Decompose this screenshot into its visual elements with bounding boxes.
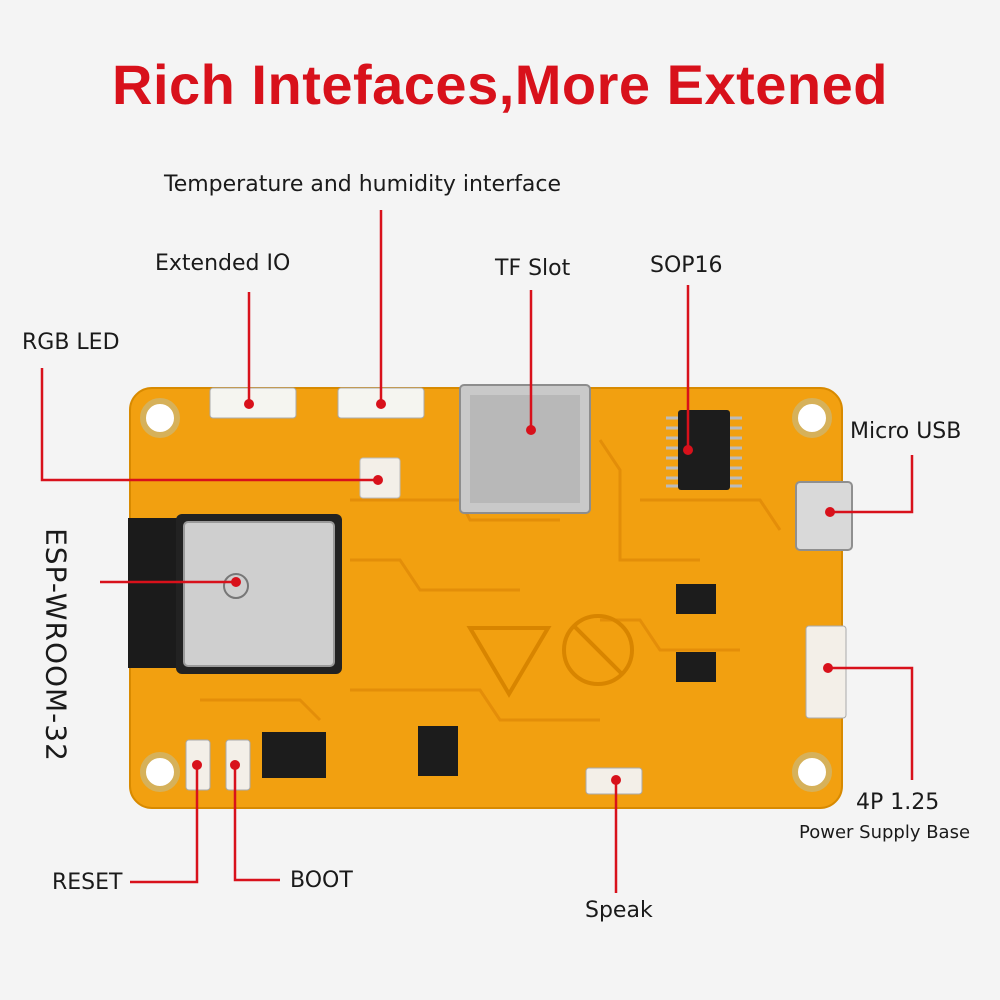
label-speak: Speak — [585, 898, 653, 923]
label-micro-usb: Micro USB — [850, 419, 962, 444]
label-boot: BOOT — [290, 868, 353, 893]
label-extended-io: Extended IO — [155, 251, 291, 276]
label-tf-slot: TF Slot — [495, 256, 571, 281]
chip-3 — [262, 732, 326, 778]
chip-1 — [676, 584, 716, 614]
label-power-base-2: Power Supply Base — [799, 822, 971, 843]
chip-4 — [418, 726, 458, 776]
label-rgb-led: RGB LED — [22, 330, 120, 355]
micro-usb-port — [795, 481, 853, 551]
silkscreen-triangle — [466, 626, 552, 698]
sop16-pins — [666, 416, 742, 488]
label-temp-humidity: Temperature and humidity interface — [164, 172, 561, 197]
silkscreen-circle — [562, 614, 634, 686]
label-esp-module: ESP-WROOM-32 — [39, 528, 73, 762]
chip-2 — [676, 652, 716, 682]
label-reset: RESET — [52, 870, 123, 895]
label-sop16: SOP16 — [650, 253, 723, 278]
callout-lines — [40, 210, 914, 893]
page-title: Rich Intefaces,More Extened — [112, 53, 888, 116]
sop16-chip — [678, 410, 730, 490]
mounting-holes — [140, 398, 832, 792]
callout-dots — [192, 399, 835, 785]
label-power-base-1: 4P 1.25 — [856, 790, 940, 815]
esp-module — [128, 514, 342, 674]
